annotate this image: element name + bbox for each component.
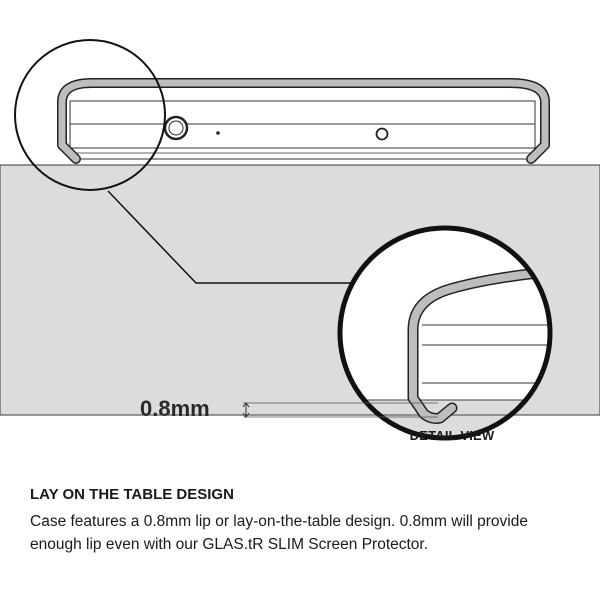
phone-body [69, 100, 536, 160]
camera-inner-ring [168, 120, 184, 136]
detail-view-label: DETAIL VIEW [409, 428, 495, 443]
microphone-hole [375, 127, 389, 141]
dimension-indicator [242, 402, 438, 418]
feature-heading: LAY ON THE TABLE DESIGN [30, 486, 234, 503]
feature-description: Case features a 0.8mm lip or lay-on-the-… [30, 513, 528, 553]
detail-connector-line [107, 190, 353, 284]
magnifier-circle [14, 39, 166, 191]
case-illustration [0, 39, 600, 441]
flash-dot [216, 131, 220, 135]
lip-measurement-label: 0.8mm [140, 396, 210, 421]
